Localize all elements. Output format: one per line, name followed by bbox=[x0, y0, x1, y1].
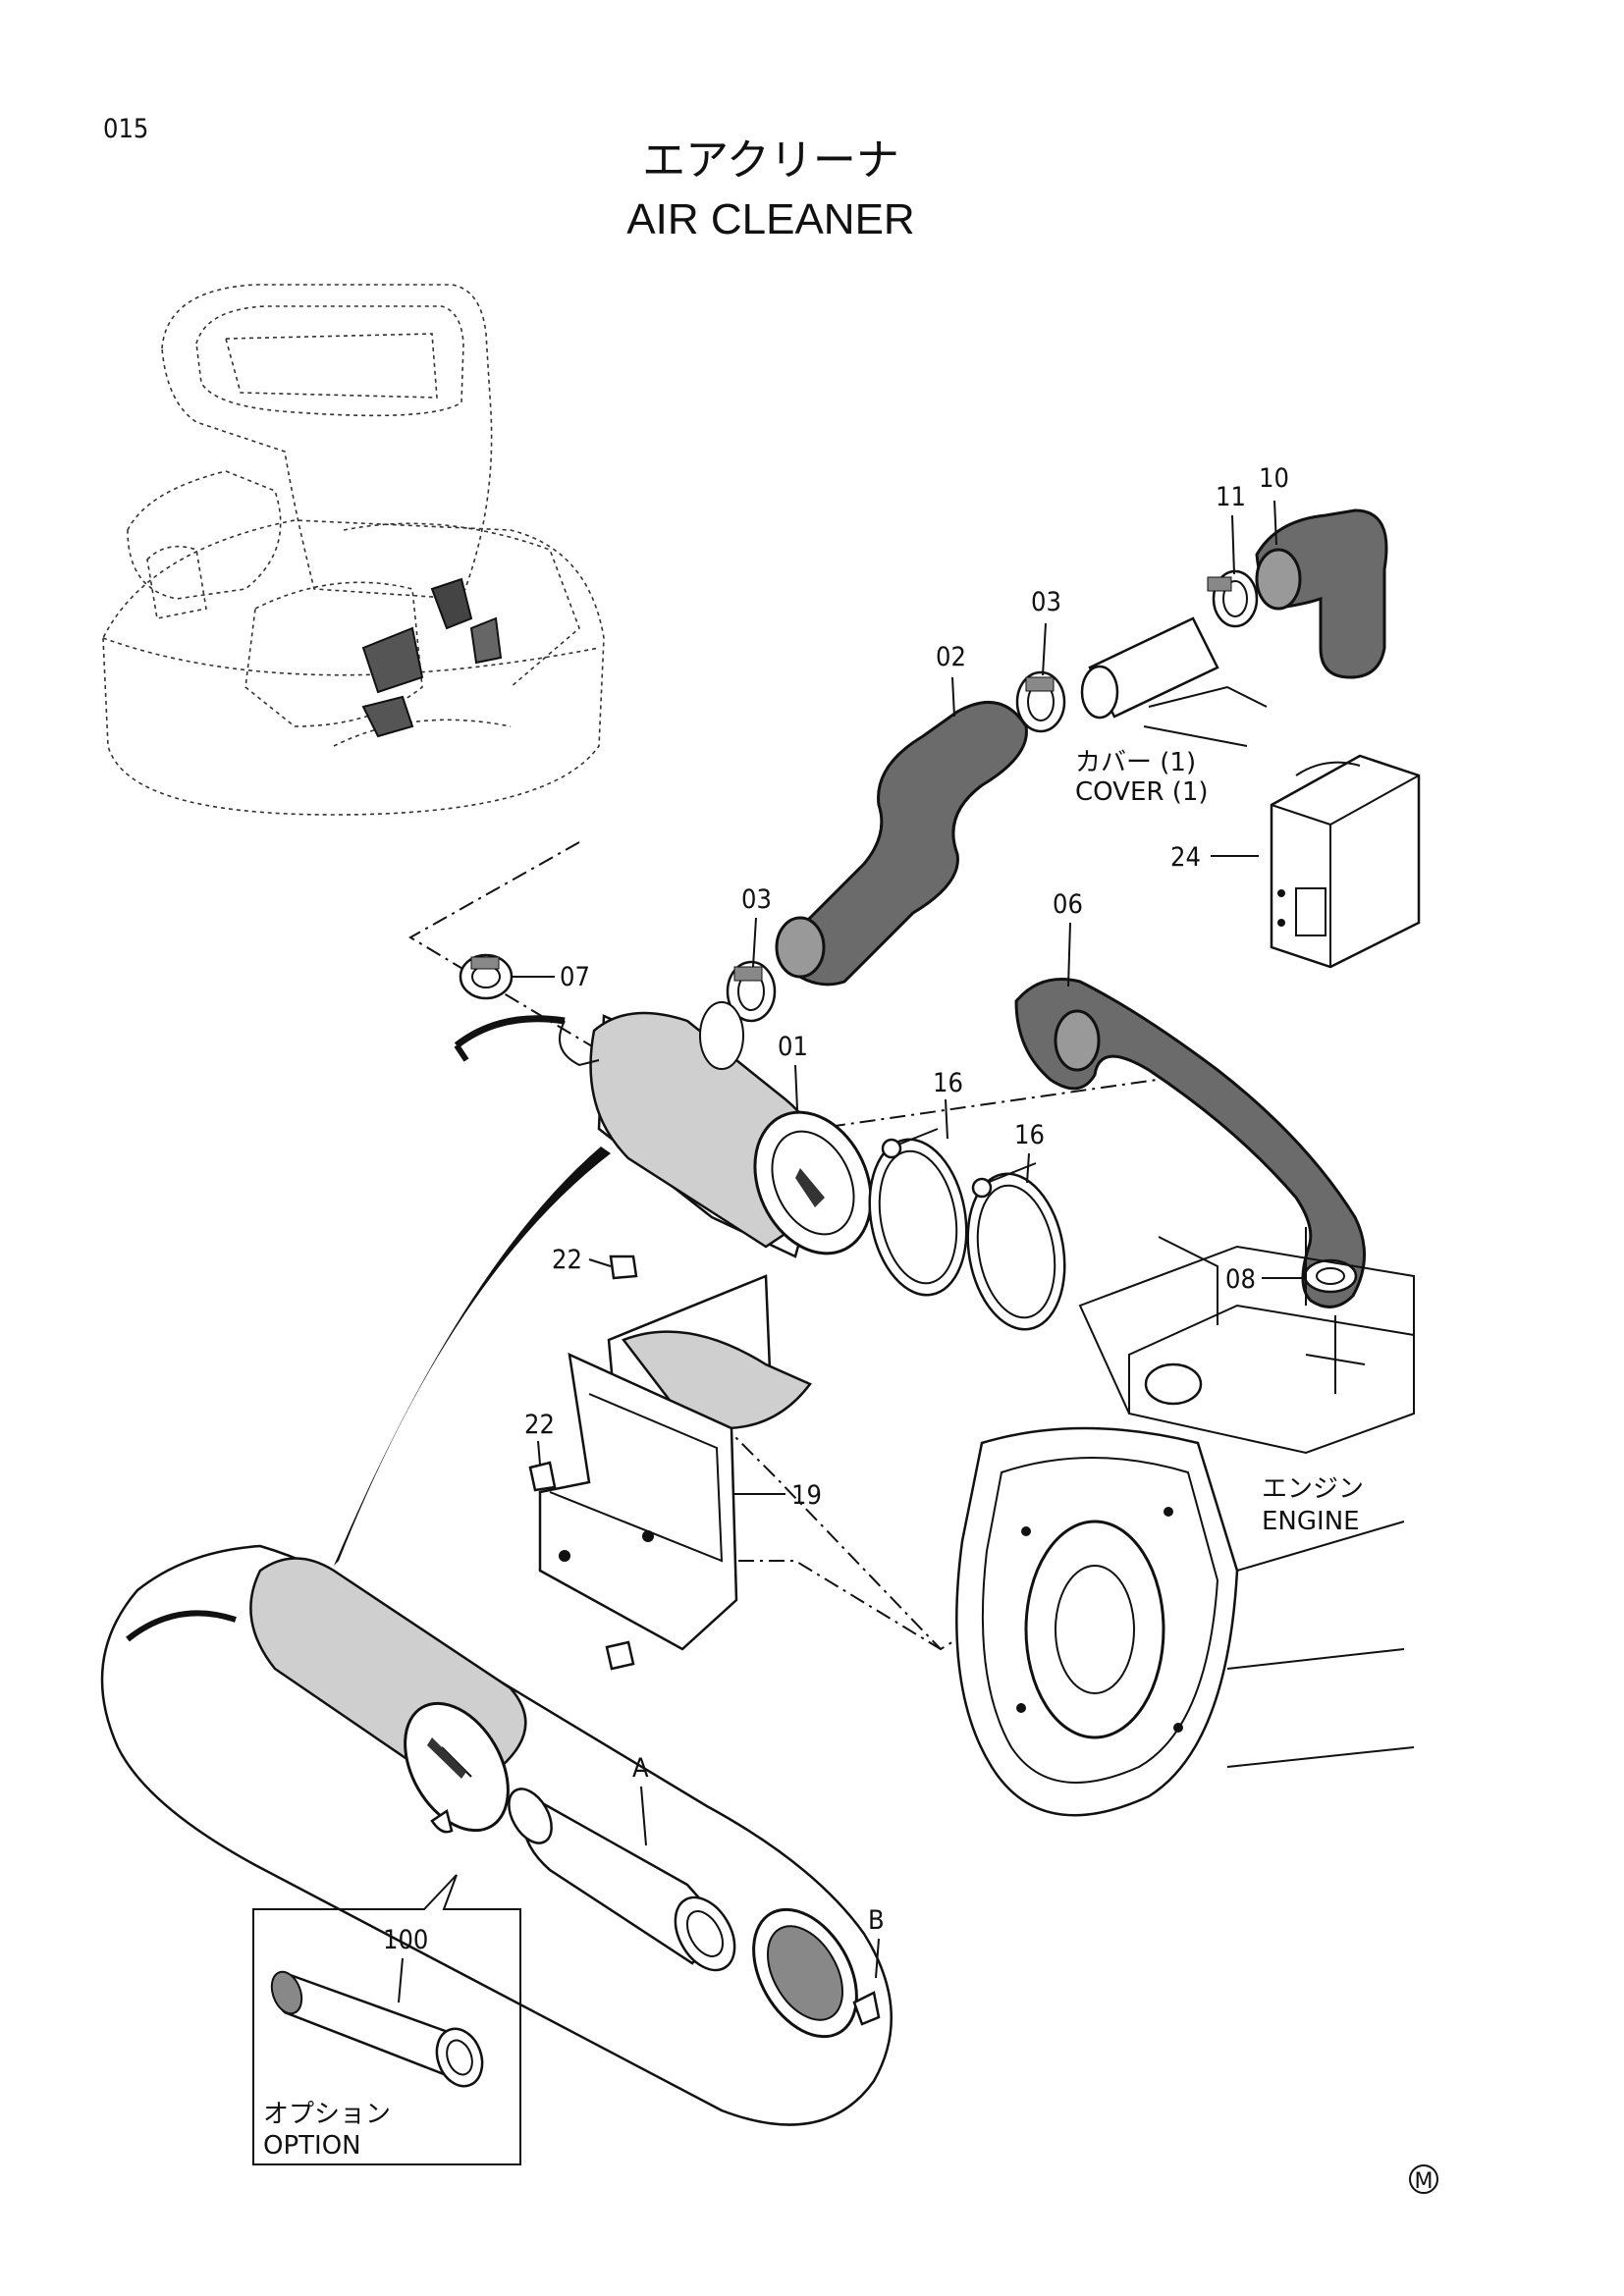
part-07-hose-clamp bbox=[459, 953, 514, 1000]
callout-24: 24 bbox=[1170, 842, 1201, 873]
callout-19: 19 bbox=[791, 1480, 822, 1511]
cover-label-jp: カバー (1) bbox=[1075, 748, 1196, 777]
part-03-hose-clamp-lower bbox=[726, 960, 777, 1023]
option-label-en: OPTION bbox=[263, 2131, 361, 2161]
m-mark: M bbox=[1409, 2164, 1438, 2194]
callout-11: 11 bbox=[1216, 482, 1246, 512]
part-24-cover-plate bbox=[1270, 754, 1421, 969]
part-16-band-clamps bbox=[868, 1128, 1066, 1331]
part-11-hose-clamp bbox=[1207, 569, 1259, 628]
engine-label-en: ENGINE bbox=[1262, 1507, 1360, 1536]
svg-text:M: M bbox=[1415, 2169, 1434, 2194]
callout-16-right: 16 bbox=[1014, 1120, 1045, 1150]
callout-B: B bbox=[868, 1905, 885, 1936]
callout-22-upper: 22 bbox=[552, 1245, 582, 1275]
option-inset-box bbox=[252, 1874, 521, 2165]
callout-08: 08 bbox=[1225, 1264, 1256, 1295]
cover-label-en: COVER (1) bbox=[1075, 777, 1209, 807]
machine-overview-illustration bbox=[102, 284, 605, 816]
part-08-hose-clamp bbox=[1303, 1258, 1358, 1294]
callout-03-upper: 03 bbox=[1031, 587, 1061, 617]
engine-illustration bbox=[955, 1227, 1415, 1817]
callout-22-lower: 22 bbox=[524, 1410, 555, 1440]
callout-01: 01 bbox=[778, 1032, 808, 1062]
part-19-mounting-bracket bbox=[538, 1274, 812, 1651]
callout-02: 02 bbox=[936, 642, 966, 672]
callout-03-lower: 03 bbox=[741, 884, 772, 915]
callout-100: 100 bbox=[383, 1925, 428, 1955]
intake-pipe bbox=[1080, 616, 1268, 747]
page-number: 015 bbox=[103, 114, 148, 144]
title-japanese: エアクリーナ bbox=[642, 136, 899, 185]
leader-lines bbox=[398, 500, 1304, 2003]
title-english: AIR CLEANER bbox=[626, 195, 914, 243]
part-22-bolts bbox=[528, 1255, 638, 1671]
part-10-elbow-hose bbox=[1255, 508, 1388, 679]
part-02-intake-hose bbox=[775, 700, 1028, 987]
detail-exploded-view bbox=[100, 1544, 893, 2126]
part-03-hose-clamp-upper bbox=[1015, 670, 1066, 733]
callout-16-left: 16 bbox=[933, 1068, 963, 1098]
part-01-air-cleaner-body bbox=[454, 1001, 873, 1258]
callout-A: A bbox=[632, 1753, 649, 1784]
callout-10: 10 bbox=[1259, 463, 1289, 494]
part-06-outlet-hose bbox=[1014, 978, 1366, 1308]
option-label-jp: オプション bbox=[263, 2100, 391, 2129]
callout-06: 06 bbox=[1053, 889, 1083, 920]
callout-07: 07 bbox=[560, 962, 590, 992]
engine-label-jp: エンジン bbox=[1262, 1474, 1364, 1504]
